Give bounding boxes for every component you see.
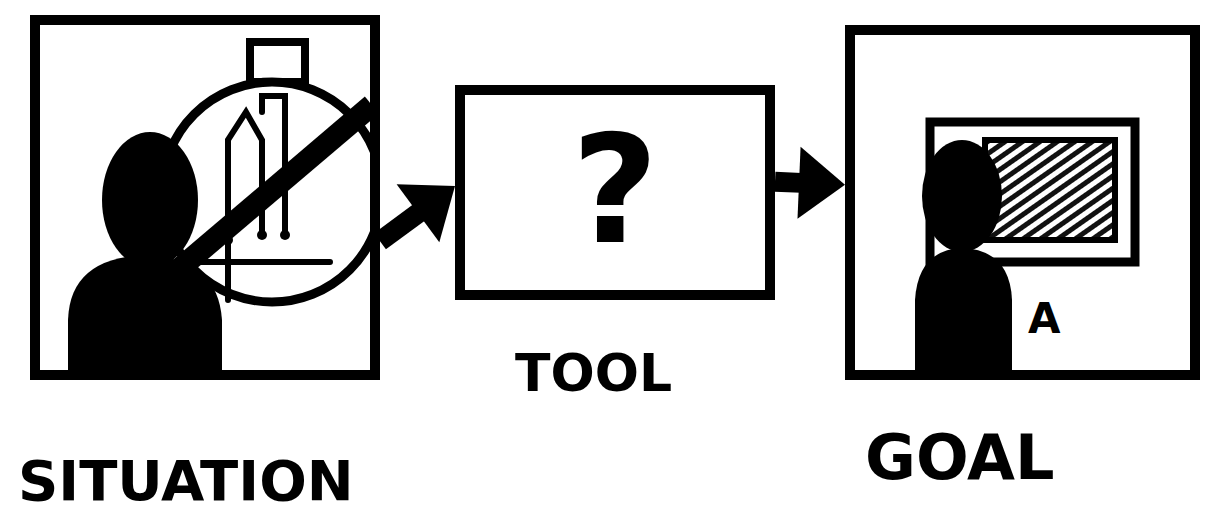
flow-arrow — [380, 184, 455, 242]
arrow-head — [397, 184, 455, 242]
stage-label: GOAL — [865, 427, 1054, 489]
sign-handle — [250, 42, 305, 82]
building-dot — [280, 230, 290, 240]
screen-content — [985, 140, 1115, 240]
situation-box: SITUATION — [30, 15, 380, 380]
goal-scene — [915, 122, 1135, 372]
arrow-head — [798, 147, 845, 219]
question-mark: ? — [465, 115, 765, 265]
arrow-shaft — [775, 182, 801, 183]
arrow-shaft — [380, 212, 420, 241]
flow-arrow — [775, 147, 845, 219]
person-body — [68, 255, 222, 370]
prohibition-slash — [105, 105, 370, 332]
situation-scene — [68, 42, 370, 370]
person-body — [915, 248, 1012, 372]
tool-box: ?TOOL — [455, 85, 775, 300]
person-head — [102, 132, 198, 268]
goal-box: GOAL — [845, 25, 1200, 380]
person-head — [922, 140, 1002, 252]
stage-label: SITUATION — [18, 453, 354, 509]
building-dot — [257, 230, 267, 240]
grade-letter: A — [1028, 298, 1061, 340]
stage-label: TOOL — [515, 347, 672, 399]
